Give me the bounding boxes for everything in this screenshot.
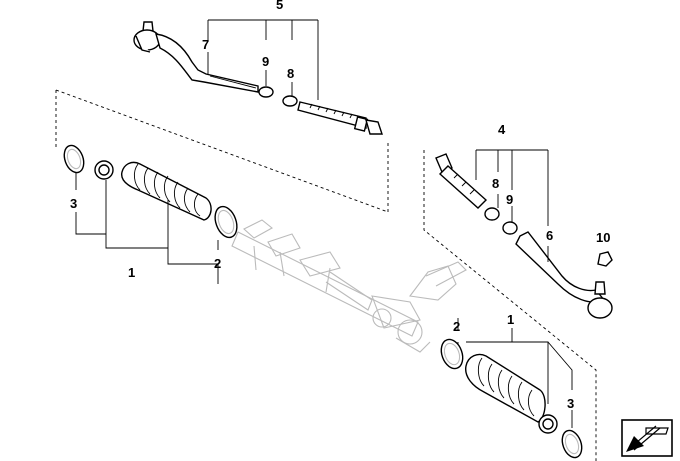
- top-assembly-outline: [55, 89, 389, 213]
- label-lower-2: 2: [453, 319, 460, 334]
- right-clamp-ring: [484, 207, 500, 221]
- left-boot-group: [63, 144, 238, 239]
- label-lower-3: 3: [567, 396, 574, 411]
- arrow-back-icon[interactable]: [621, 419, 673, 457]
- nut-10: [597, 251, 613, 267]
- right-ball-joint: [587, 297, 613, 319]
- top-leader-lines: [207, 19, 319, 100]
- left-clamp-3: [63, 144, 85, 174]
- right-lock-nut: [502, 221, 518, 235]
- right-leader-lines: [475, 149, 549, 262]
- top-lock-nut: [258, 86, 274, 98]
- label-right-6: 6: [546, 228, 553, 243]
- label-left-2: 2: [214, 256, 221, 271]
- top-clamp-ring: [282, 95, 298, 107]
- lower-clamp-2: [440, 338, 464, 370]
- label-right-9: 9: [506, 192, 513, 207]
- top-inner-joint: [365, 119, 383, 135]
- lower-bellows-boot: [465, 353, 546, 423]
- top-tie-rod-assembly: [133, 21, 383, 135]
- top-outer-tie-rod: [155, 33, 259, 93]
- lower-clamp-3: [561, 429, 583, 459]
- right-tie-rod-assembly: [435, 153, 613, 319]
- label-right-10: 10: [596, 230, 610, 245]
- label-right-8: 8: [492, 176, 499, 191]
- steering-rack-housing: [231, 219, 467, 353]
- label-top-8: 8: [287, 66, 294, 81]
- right-inner-tie-rod: [438, 165, 488, 209]
- lower-boot-group: [440, 338, 583, 459]
- lower-leader-lines: [457, 318, 573, 428]
- label-right-4: 4: [498, 122, 506, 137]
- label-left-3: 3: [70, 196, 77, 211]
- right-outer-tie-rod: [515, 231, 606, 303]
- label-top-9: 9: [262, 54, 269, 69]
- left-leader-lines: [75, 172, 219, 284]
- label-left-1: 1: [128, 265, 135, 280]
- right-ball-stud: [594, 281, 606, 295]
- label-top-5: 5: [276, 0, 283, 12]
- left-clamp-2: [214, 205, 238, 239]
- label-top-7: 7: [202, 37, 209, 52]
- label-lower-1: 1: [507, 312, 514, 327]
- left-bellows-boot: [121, 161, 212, 221]
